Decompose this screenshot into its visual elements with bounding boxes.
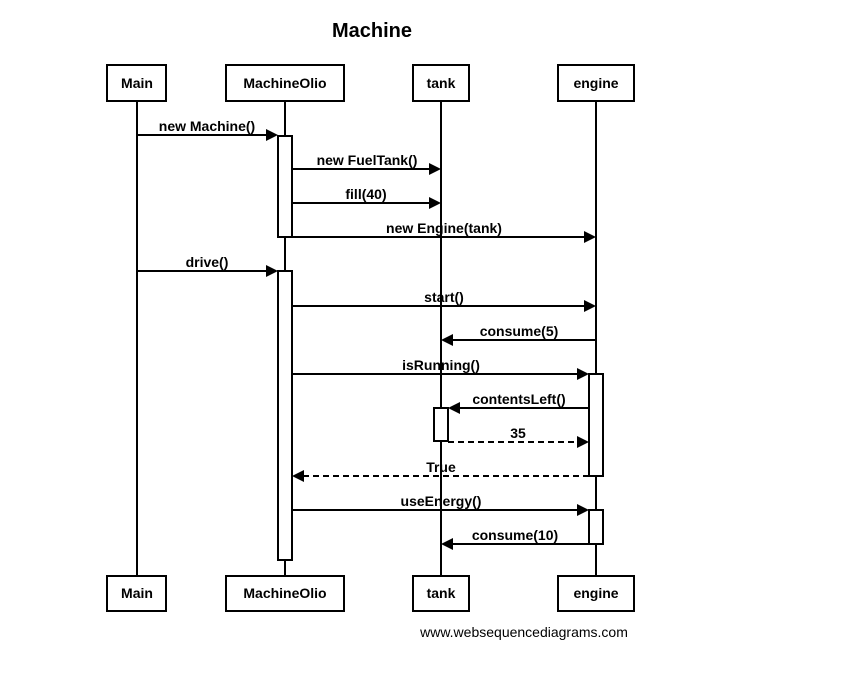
message-label: consume(10)	[472, 527, 558, 543]
participant-label: MachineOlio	[243, 585, 326, 601]
participant-label: MachineOlio	[243, 75, 326, 91]
message-label: True	[426, 459, 456, 475]
participant-machineolio[interactable]: MachineOlio	[225, 64, 345, 102]
participant-label: engine	[573, 75, 618, 91]
activation-tank-contentsleft	[433, 407, 449, 442]
message-label: new Engine(tank)	[386, 220, 502, 236]
message-label: isRunning()	[402, 357, 480, 373]
activation-engine-useenergy	[588, 509, 604, 545]
participants-top: Main MachineOlio tank engine	[106, 64, 635, 102]
message-label: new Machine()	[159, 118, 255, 134]
message-start[interactable]: start()	[292, 289, 596, 312]
participant-tank[interactable]: tank	[412, 64, 470, 102]
message-useenergy[interactable]: useEnergy()	[292, 493, 589, 516]
message-consume-10[interactable]: consume(10)	[441, 527, 589, 550]
activation-engine-isrunning	[588, 373, 604, 477]
activations	[277, 135, 604, 561]
participant-label: Main	[121, 585, 153, 601]
participant-main-bottom[interactable]: Main	[106, 575, 167, 612]
participant-main[interactable]: Main	[106, 64, 167, 102]
message-isrunning[interactable]: isRunning()	[292, 357, 589, 380]
message-label: drive()	[186, 254, 229, 270]
message-label: contentsLeft()	[472, 391, 565, 407]
participant-engine-bottom[interactable]: engine	[557, 575, 635, 612]
message-label: start()	[424, 289, 464, 305]
message-label: consume(5)	[480, 323, 559, 339]
message-label: fill(40)	[345, 186, 386, 202]
participant-engine[interactable]: engine	[557, 64, 635, 102]
message-consume-5[interactable]: consume(5)	[441, 323, 596, 346]
message-fill[interactable]: fill(40)	[292, 186, 441, 209]
message-return-35[interactable]: 35	[448, 425, 589, 448]
message-drive[interactable]: drive()	[137, 254, 278, 277]
participant-label: Main	[121, 75, 153, 91]
participant-label: tank	[427, 75, 456, 91]
message-new-machine[interactable]: new Machine()	[137, 118, 278, 141]
message-new-fueltank[interactable]: new FuelTank()	[292, 152, 441, 175]
activation-machineolio-construct	[277, 135, 293, 238]
diagram-title: Machine	[332, 20, 412, 42]
message-label: new FuelTank()	[317, 152, 418, 168]
message-contentsleft[interactable]: contentsLeft()	[448, 391, 589, 414]
message-new-engine[interactable]: new Engine(tank)	[292, 220, 596, 243]
participant-machineolio-bottom[interactable]: MachineOlio	[225, 575, 345, 612]
activation-machineolio-drive	[277, 270, 293, 561]
message-label: 35	[510, 425, 526, 441]
watermark-link[interactable]: www.websequencediagrams.com	[419, 624, 628, 640]
participant-label: tank	[427, 585, 456, 601]
message-label: useEnergy()	[401, 493, 482, 509]
participants-bottom: Main MachineOlio tank engine	[106, 575, 635, 612]
participant-tank-bottom[interactable]: tank	[412, 575, 470, 612]
participant-label: engine	[573, 585, 618, 601]
messages: new Machine() new FuelTank() fill(40) ne…	[137, 118, 596, 550]
message-return-true[interactable]: True	[292, 459, 589, 482]
